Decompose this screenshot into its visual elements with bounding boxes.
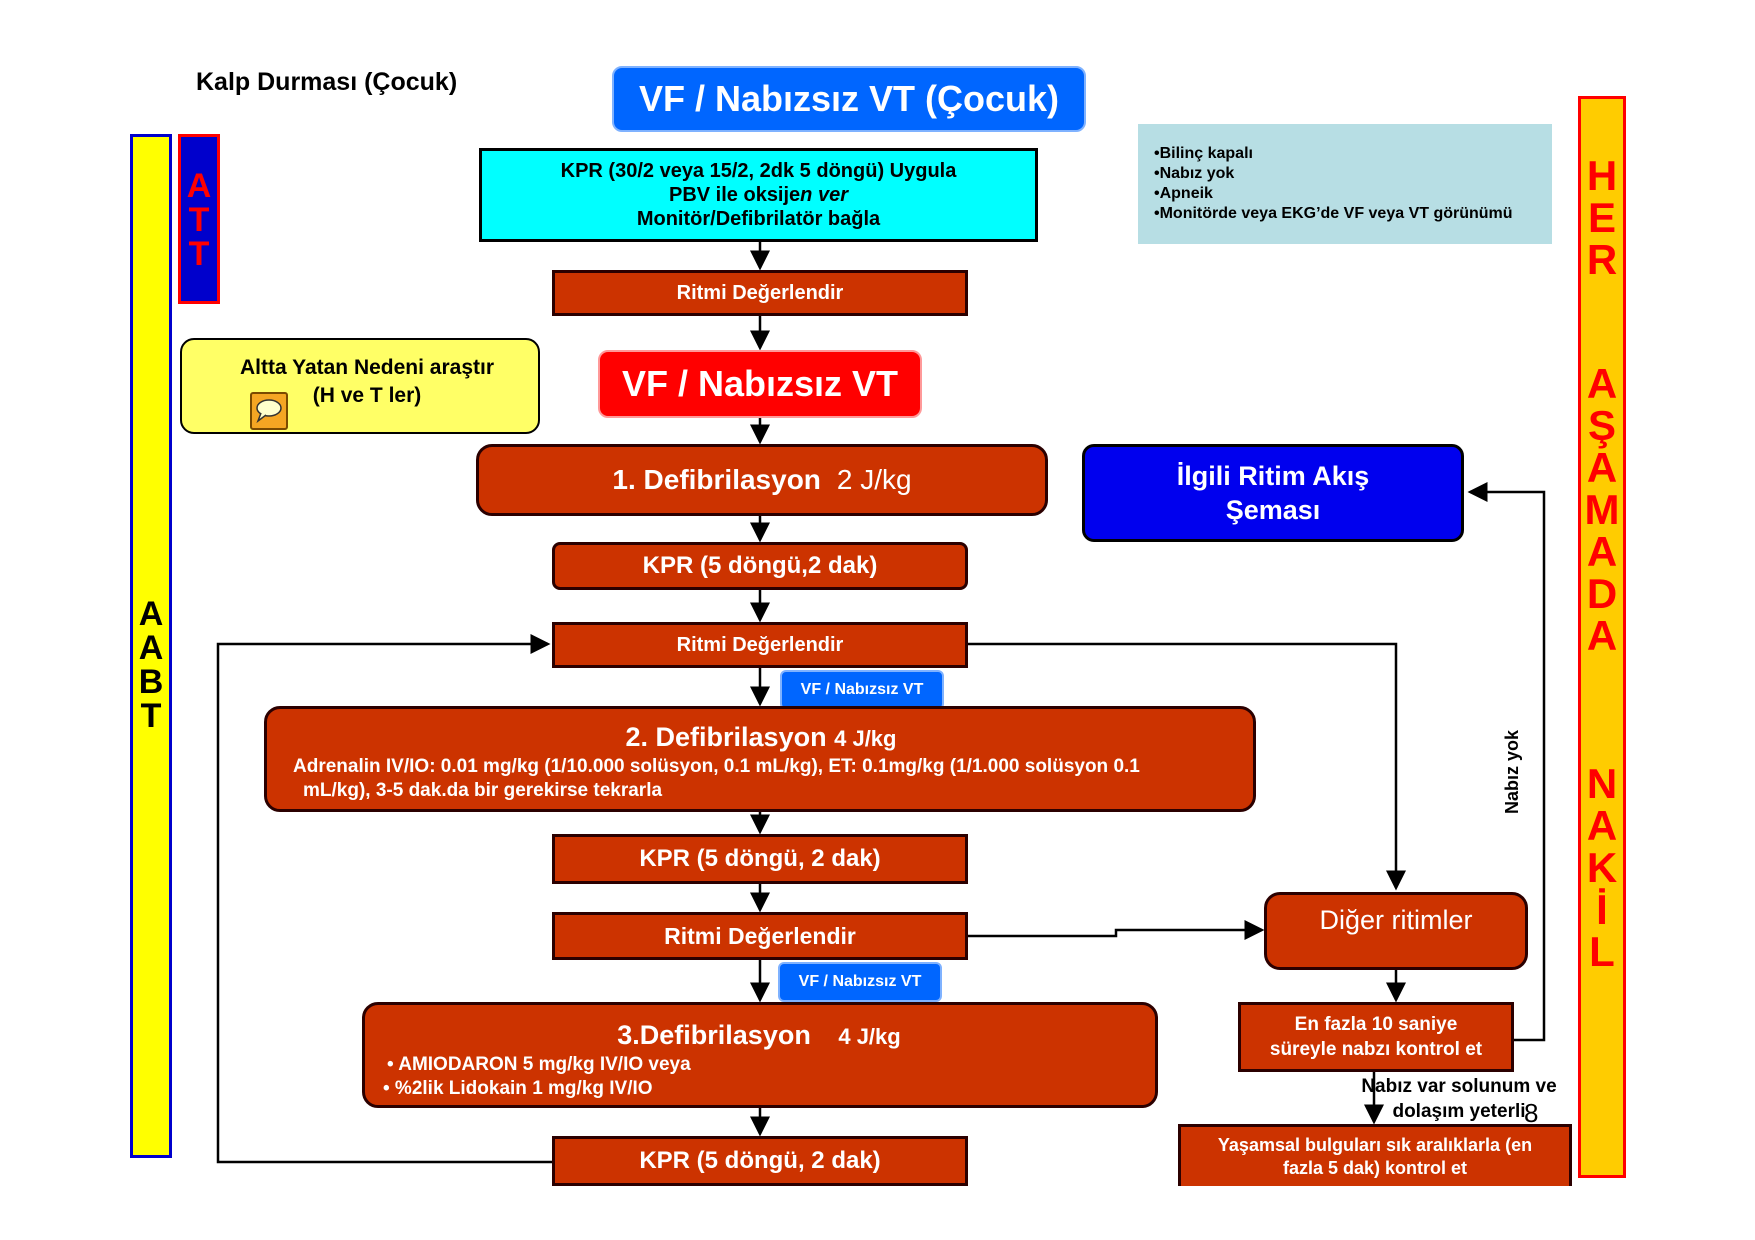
defib-2-dose: 4 J/kg	[834, 726, 897, 751]
info-item: •Monitörde veya EKG’de VF veya VT görünü…	[1154, 205, 1513, 222]
defib-3-dose: 4 J/kg	[838, 1024, 901, 1049]
arrow-assess3-to-other-rhythms	[968, 920, 1265, 940]
info-box: •Bilinç kapalı •Nabız yok •Apneik •Monit…	[1138, 124, 1552, 244]
arrow-assess2-to-other-rhythms	[968, 642, 1406, 891]
att-letter: A	[186, 167, 212, 205]
cpr-start-box: KPR (30/2 veya 15/2, 2dk 5 döngü) Uygula…	[479, 148, 1038, 242]
assess-rhythm-2: Ritmi Değerlendir	[552, 622, 968, 668]
page-number: 8	[1524, 1098, 1539, 1128]
defib-1-dose: 2 J/kg	[836, 464, 912, 495]
defib-3-box: 3.Defibrilasyon 4 J/kg • AMIODARON 5 mg/…	[362, 1002, 1158, 1108]
cpr-start-line1: KPR (30/2 veya 15/2, 2dk 5 döngü) Uygula	[560, 160, 957, 182]
nakil-letter: N	[1586, 760, 1618, 807]
att-label: A T T	[178, 134, 220, 304]
main-title: VF / Nabızsız VT (Çocuk)	[612, 66, 1086, 132]
related-rhythm-box[interactable]: İlgili Ritim Akış Şeması	[1082, 444, 1464, 542]
cpr-2-box: KPR (5 döngü, 2 dak)	[552, 834, 968, 884]
vf-tag-2: VF / Nabızsız VT	[778, 962, 942, 1002]
defib-2-heading: 2. Defibrilasyon 4 J/kg	[293, 721, 1229, 755]
underlying-cause-line1: Altta Yatan Nedeni araştır	[239, 356, 495, 379]
vf-tag-1: VF / Nabızsız VT	[780, 670, 944, 710]
nakil-letter: Ş	[1587, 402, 1616, 449]
nakil-letter: İ	[1596, 886, 1608, 933]
defib-2-title: 2. Defibrilasyon	[625, 722, 827, 752]
underlying-cause-line2: (H ve T ler)	[312, 384, 422, 407]
defib-3-heading: 3.Defibrilasyon 4 J/kg	[383, 1019, 1135, 1053]
nakil-letter: A	[1586, 528, 1618, 575]
att-letter: T	[188, 201, 210, 239]
pulse-present-line1: Nabız var solunum ve	[1361, 1076, 1557, 1097]
pulse-present-label: Nabız var solunum ve dolaşım yeterli	[1344, 1074, 1574, 1124]
vf-pulseless-box: VF / Nabızsız VT	[598, 350, 922, 418]
defib-3-bullet1: • AMIODARON 5 mg/kg IV/IO veya	[387, 1054, 691, 1075]
info-item: •Bilinç kapalı	[1154, 145, 1253, 162]
loop-back-arrow	[216, 634, 552, 1164]
nakil-letter: A	[1586, 612, 1618, 659]
nakil-letter: A	[1586, 360, 1618, 407]
vitals-line1: Yaşamsal bulguları sık aralıklarla (en	[1217, 1134, 1533, 1155]
related-rhythm-line2: Şeması	[1225, 495, 1321, 525]
defib-2-line1: Adrenalin IV/IO: 0.01 mg/kg (1/10.000 so…	[293, 756, 1140, 777]
pulse-check-line2: süreyle nabzı kontrol et	[1269, 1039, 1483, 1060]
vitals-line2: fazla 5 dak) kontrol et	[1282, 1157, 1468, 1178]
vitals-box: Yaşamsal bulguları sık aralıklarla (en f…	[1178, 1124, 1572, 1186]
pulse-present-line2: dolaşım yeterli	[1392, 1101, 1526, 1122]
related-rhythm-line1: İlgili Ritim Akış	[1176, 461, 1370, 491]
aabt-letter: A	[138, 629, 164, 667]
her-asamada-nakil-bar: H E R A Ş A M A D A N A K İ L	[1578, 96, 1626, 1178]
aabt-letter: T	[140, 697, 162, 735]
nakil-letter: M	[1584, 486, 1620, 533]
info-item: •Nabız yok	[1154, 165, 1235, 182]
att-letter: T	[188, 235, 210, 273]
arrow-no-pulse-to-related	[1467, 482, 1546, 1042]
page-title: Kalp Durması (Çocuk)	[196, 68, 458, 96]
aabt-letter: B	[138, 663, 164, 701]
nakil-letter: L	[1589, 928, 1615, 975]
pulse-check-box: En fazla 10 saniye süreyle nabzı kontrol…	[1238, 1002, 1514, 1072]
no-pulse-label: Nabız yok	[1502, 729, 1522, 815]
pulse-check-line1: En fazla 10 saniye	[1294, 1014, 1458, 1035]
nakil-letter: A	[1586, 802, 1618, 849]
cpr-start-line2: PBV ile oksijen ver	[669, 184, 848, 206]
defib-2-box: 2. Defibrilasyon 4 J/kg Adrenalin IV/IO:…	[264, 706, 1256, 812]
speech-bubble-glyph	[256, 399, 282, 424]
nakil-letter: A	[1586, 444, 1618, 491]
nakil-letter: R	[1586, 236, 1618, 283]
cpr-1-box: KPR (5 döngü,2 dak)	[552, 542, 968, 590]
nakil-letter: D	[1586, 570, 1618, 617]
defib-2-line2: mL/kg), 3-5 dak.da bir gerekirse tekrarl…	[303, 780, 663, 801]
defib-3-title: 3.Defibrilasyon	[617, 1020, 811, 1050]
nakil-letter: E	[1587, 194, 1616, 241]
defib-3-bullet2: • %2lik Lidokain 1 mg/kg IV/IO	[383, 1078, 653, 1099]
other-rhythms-box: Diğer ritimler	[1264, 892, 1528, 970]
info-item: •Apneik	[1154, 185, 1213, 202]
assess-rhythm-1: Ritmi Değerlendir	[552, 270, 968, 316]
underlying-cause-box[interactable]: Altta Yatan Nedeni araştır (H ve T ler)	[180, 338, 540, 434]
aabt-letter: A	[138, 595, 164, 633]
defib-1-box: 1. Defibrilasyon 2 J/kg	[476, 444, 1048, 516]
nakil-letter: H	[1586, 152, 1618, 199]
nakil-letter: K	[1586, 844, 1618, 891]
cpr-start-line3: Monitör/Defibrilatör bağla	[636, 208, 881, 230]
cpr-3-box: KPR (5 döngü, 2 dak)	[552, 1136, 968, 1186]
aabt-bar: A A B T	[130, 134, 172, 1158]
speech-bubble-icon[interactable]	[250, 392, 288, 430]
defib-1-title: 1. Defibrilasyon	[612, 464, 821, 495]
assess-rhythm-3: Ritmi Değerlendir	[552, 912, 968, 960]
